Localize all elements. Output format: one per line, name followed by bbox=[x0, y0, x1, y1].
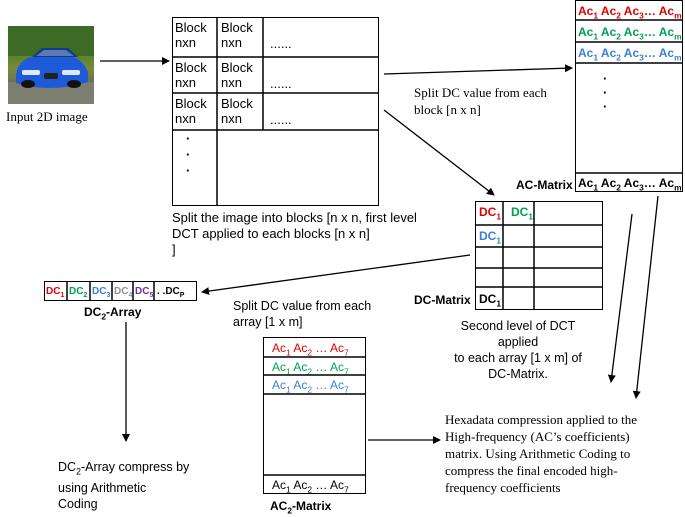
block-vdots: ··· bbox=[186, 131, 191, 178]
car-icon bbox=[8, 26, 94, 104]
block-dots: ...... bbox=[270, 76, 292, 91]
ac2-matrix-row-2: Ac1 Ac2 … Ac7 bbox=[272, 360, 349, 377]
arrow-ac-matrix-to-hexadata bbox=[632, 195, 659, 399]
dc2-array bbox=[44, 281, 197, 301]
ac-matrix-label: AC-Matrix bbox=[516, 178, 573, 192]
dc-matrix-dc1-red: DC1 bbox=[479, 205, 502, 222]
dc2-array-cell: DC2 bbox=[69, 286, 88, 299]
ac2-matrix bbox=[263, 337, 366, 494]
dc-matrix-label: DC-Matrix bbox=[414, 293, 471, 307]
ac2-matrix-row-3: Ac1 Ac2 … Ac7 bbox=[272, 378, 349, 395]
dc2-array-cell: DC1 bbox=[46, 286, 65, 299]
block-dots: ...... bbox=[270, 36, 292, 51]
dc2-array-cell: DC5 bbox=[135, 286, 154, 299]
dc2-array-label: DC2-Array bbox=[84, 305, 142, 322]
ac2-matrix-row-last: Ac1 Ac2 … Ac7 bbox=[272, 478, 349, 495]
ac2-matrix-label: AC2-Matrix bbox=[270, 499, 332, 516]
ac-matrix-row-1: Ac1 Ac2 Ac3… Acm bbox=[578, 4, 682, 21]
ac-matrix-row-2: Ac1 Ac2 Ac3… Acm bbox=[578, 25, 682, 42]
ac-matrix bbox=[575, 0, 683, 192]
block-dots: ...... bbox=[270, 112, 292, 127]
block-grid bbox=[172, 17, 379, 206]
input-image-label: Input 2D image bbox=[6, 109, 88, 124]
arrow-blocks-to-dc-matrix bbox=[383, 109, 495, 196]
ac2-matrix-row-1: Ac1 Ac2 … Ac7 bbox=[272, 341, 349, 358]
dc2-array-cell: DC4 bbox=[114, 286, 133, 299]
block-caption: Split the image into blocks [n x n, firs… bbox=[172, 210, 417, 257]
dc-matrix-dc1-black: DC1 bbox=[479, 292, 502, 309]
car-image bbox=[8, 26, 94, 104]
dc-matrix-dc1-green: DC1 bbox=[511, 205, 534, 222]
arrow-blocks-to-ac-matrix bbox=[383, 64, 573, 75]
dc2-array-cell: . .DCP bbox=[157, 286, 185, 299]
arrow-dc-matrix-to-dc2-array bbox=[201, 254, 471, 296]
ac-matrix-row-3: Ac1 Ac2 Ac3… Acm bbox=[578, 46, 682, 63]
ac-matrix-vdots: ··· bbox=[603, 71, 608, 114]
dc2-array-cell: DC3 bbox=[92, 286, 111, 299]
ac-matrix-row-last: Ac1 Ac2 Ac3… Acm bbox=[578, 176, 682, 193]
dc-matrix bbox=[475, 201, 603, 310]
arrow-dc-matrix-to-hexadata bbox=[607, 213, 633, 383]
dc-matrix-dc1-blue: DC1 bbox=[479, 229, 502, 246]
